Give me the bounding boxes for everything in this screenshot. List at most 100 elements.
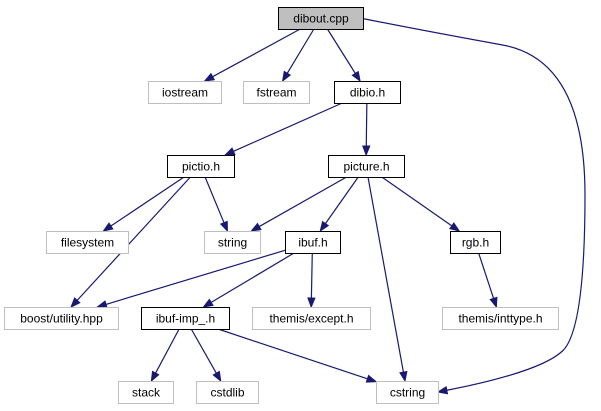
- node-label: rgb.h: [462, 236, 489, 250]
- edge-pictio-to-boost: [70, 176, 191, 309]
- node-boost: boost/utility.hpp: [4, 307, 119, 330]
- edge-line: [381, 176, 453, 227]
- node-label: dibio.h: [350, 86, 385, 100]
- node-box: [442, 307, 559, 330]
- edge-picture-to-rgb: [381, 176, 461, 232]
- node-except: themis/except.h: [252, 307, 371, 330]
- node-ibufimp[interactable]: ibuf-imp_.h: [141, 307, 230, 330]
- edge-ibuf-to-except: [307, 252, 316, 309]
- node-picture[interactable]: picture.h: [328, 155, 405, 178]
- edge-line: [212, 28, 301, 78]
- node-box: [252, 307, 371, 330]
- node-box: [118, 381, 174, 404]
- edge-line: [310, 252, 313, 299]
- node-box: [196, 381, 259, 404]
- node-label: filesystem: [61, 236, 114, 250]
- node-dibio[interactable]: dibio.h: [334, 81, 401, 104]
- edge-dibio-to-picture: [362, 102, 371, 157]
- edge-line: [324, 176, 359, 224]
- edge-line: [359, 17, 586, 391]
- edge-arrowhead: [362, 145, 371, 157]
- node-label: themis/except.h: [269, 312, 353, 326]
- edge-arrowhead: [399, 370, 408, 383]
- node-ibuf[interactable]: ibuf.h: [285, 231, 341, 254]
- edge-line: [190, 328, 217, 374]
- node-label: themis/inttype.h: [458, 312, 542, 326]
- node-box: [141, 307, 230, 330]
- node-box: [204, 231, 261, 254]
- edge-arrowhead: [281, 70, 292, 83]
- node-box: [167, 155, 235, 178]
- node-label: fstream: [256, 86, 296, 100]
- edge-arrowhead: [70, 297, 81, 309]
- node-box: [243, 81, 310, 104]
- edge-dibout-to-dibio: [326, 28, 361, 83]
- node-cstring: cstring: [376, 381, 439, 404]
- edge-arrowhead: [102, 222, 114, 232]
- node-filesystem: filesystem: [46, 231, 129, 254]
- edge-arrowhead: [96, 300, 108, 309]
- edge-ibufimp-to-cstdlib: [190, 328, 222, 383]
- edge-arrowhead: [150, 370, 160, 383]
- edge-line: [105, 249, 286, 305]
- node-box: [450, 231, 501, 254]
- node-box: [278, 7, 364, 30]
- edge-line: [76, 176, 191, 301]
- node-box: [46, 231, 129, 254]
- edge-arrowhead: [436, 386, 449, 395]
- edge-line: [365, 102, 368, 147]
- edge-ibufimp-to-cstring: [217, 328, 378, 383]
- edge-arrowhead: [319, 220, 330, 233]
- node-label: stack: [132, 386, 161, 400]
- node-box: [328, 155, 405, 178]
- node-fstream: fstream: [243, 81, 310, 104]
- edge-ibuf-to-ibufimp: [202, 252, 295, 308]
- node-label: string: [218, 236, 247, 250]
- edge-arrowhead: [223, 147, 236, 156]
- node-label: ibuf-imp_.h: [156, 312, 215, 326]
- edge-picture-to-cstring: [367, 176, 408, 383]
- edge-picture-to-ibuf: [319, 176, 359, 233]
- node-label: cstring: [390, 386, 425, 400]
- node-box: [376, 381, 439, 404]
- edge-line: [204, 176, 225, 223]
- node-cstdlib: cstdlib: [196, 381, 259, 404]
- edge-line: [110, 176, 185, 227]
- edge-line: [286, 28, 315, 74]
- node-label: ibuf.h: [298, 236, 327, 250]
- edge-arrowhead: [365, 374, 378, 383]
- edge-line: [217, 328, 368, 380]
- node-pictio[interactable]: pictio.h: [167, 155, 235, 178]
- edge-line: [233, 102, 343, 152]
- node-label: boost/utility.hpp: [20, 312, 103, 326]
- edge-dibio-to-pictio: [223, 102, 343, 156]
- edge-line: [155, 328, 180, 374]
- edge-picture-to-string: [250, 176, 347, 232]
- node-box: [285, 231, 341, 254]
- node-inttype: themis/inttype.h: [442, 307, 559, 330]
- node-rgb[interactable]: rgb.h: [450, 231, 501, 254]
- edge-arrowhead: [307, 297, 316, 309]
- edge-arrowhead: [449, 222, 461, 232]
- edge-dibout-to-fstream: [281, 28, 315, 83]
- edge-line: [367, 176, 404, 373]
- node-box: [148, 81, 222, 104]
- node-label: iostream: [162, 86, 208, 100]
- node-stack: stack: [118, 381, 174, 404]
- edge-arrowhead: [202, 298, 214, 308]
- node-box: [4, 307, 119, 330]
- node-string: string: [204, 231, 261, 254]
- edge-dibout-to-iostream: [203, 28, 301, 82]
- node-label: cstdlib: [210, 386, 244, 400]
- edge-pictio-to-filesystem: [102, 176, 185, 232]
- nodes-layer: dibout.cpp iostream fstream dibio.h pictio.h…: [4, 7, 559, 404]
- node-dibout[interactable]: dibout.cpp: [278, 7, 364, 30]
- edge-arrowhead: [351, 70, 361, 83]
- node-iostream: iostream: [148, 81, 222, 104]
- node-label: pictio.h: [182, 160, 220, 174]
- edge-line: [478, 252, 495, 299]
- node-box: [334, 81, 401, 104]
- node-label: dibout.cpp: [293, 12, 349, 26]
- edge-line: [210, 252, 295, 303]
